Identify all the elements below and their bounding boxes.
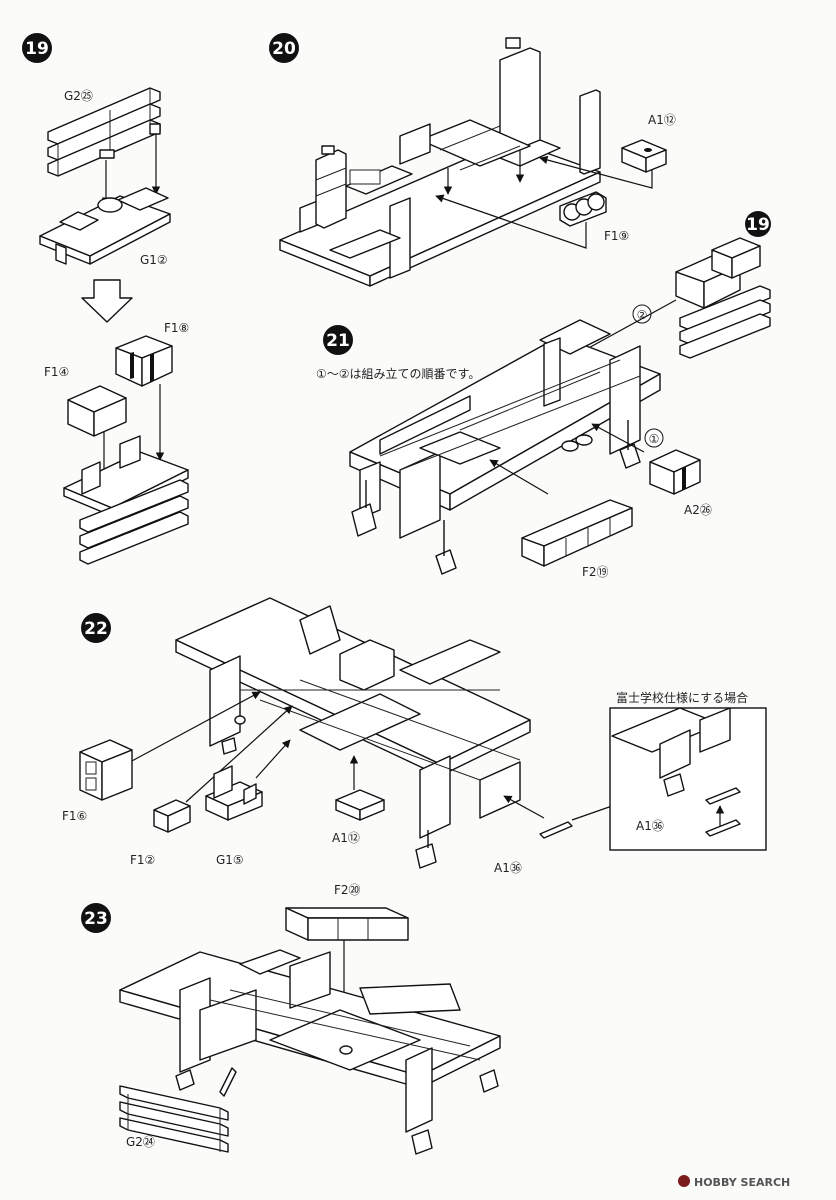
label-a1-12: A1⑫ [648,113,676,127]
bracket-part-a1-12-step22 [335,789,385,821]
box-part-f1-8 [115,335,173,387]
label-g2-24: G2㉔ [126,1135,155,1149]
ref-step-19-number: 19 [746,215,770,235]
platform-part-g1-2 [39,187,171,265]
arrow [185,705,293,803]
box-row-part-f2-19 [521,499,633,567]
strip-part-a1-36 [539,821,573,839]
label-f2-19: F2⑲ [582,565,609,579]
step-21: 21 ①～②は組み立ての順番です。 19 ② [316,211,771,579]
step-23: 23 F2⑳ [81,883,501,1155]
step-19-badge [22,33,52,63]
arrow [255,739,291,779]
arrow [129,691,261,763]
box-part-f1-2 [153,799,191,833]
order-mark-1-label: ① [649,432,660,446]
box-row-part-f2-20 [285,907,409,941]
order-mark-1 [644,428,664,448]
inset-detail [611,707,741,837]
box-part-f1-4 [67,385,127,437]
callout-line [571,805,613,821]
assembled-rear-unit [63,435,189,565]
step-22: 22 F1⑥ [62,597,767,875]
assembly-order-note: ①～②は組み立ての順番です。 [316,366,480,381]
label-f1-8: F1⑧ [164,321,189,335]
chassis-step22 [175,597,531,869]
chassis-step23 [119,949,501,1155]
label-f1-6: F1⑥ [62,809,87,823]
step-23-badge [81,903,111,933]
roll-part-f1-9 [559,191,607,227]
label-f2-20: F2⑳ [334,883,361,897]
arrow [503,795,545,819]
tank-part-a2-26 [649,449,701,495]
long-chassis-step21 [349,319,661,575]
inset-label-a1-36: A1㊱ [636,819,664,833]
rail-part-g2-25 [47,87,161,177]
inset-title: 富士学校仕様にする場合 [616,690,748,705]
step-21-badge [323,325,353,355]
arrow [591,423,645,453]
bracket-part-a1-12 [621,139,667,173]
arrow [435,194,587,249]
step-20-badge [269,33,299,63]
label-a1-12-step22: A1⑫ [332,831,360,845]
rear-unit-subassembly [675,237,771,359]
label-g1-2: G1② [140,253,168,267]
step-22-badge [81,613,111,643]
label-g1-5: G1⑤ [216,853,244,867]
order-mark-2-label: ② [637,308,648,322]
label-a2-26: A2㉖ [684,503,712,517]
label-f1-4: F1④ [44,365,69,379]
label-f1-2: F1② [130,853,155,867]
step-21-number: 21 [326,331,350,351]
label-g2-25: G2㉕ [64,89,93,103]
rail-part-g2-24 [119,1067,237,1153]
big-down-arrow [81,279,133,323]
bracket-part-g1-5 [205,765,263,821]
arrow [489,459,549,495]
label-a1-36: A1㊱ [494,861,522,875]
panel-part-f1-6 [79,739,133,801]
arrow [573,299,677,357]
step-19: 19 G2㉕ G1② [22,33,189,565]
step-20-number: 20 [272,39,296,59]
ref-step-19-badge [745,211,771,237]
chassis-frame-step20 [279,37,601,287]
step-19-number: 19 [25,39,49,59]
watermark-text: HOBBY SEARCH [694,1176,790,1189]
step-23-number: 23 [84,909,108,929]
watermark-logo [678,1175,690,1187]
step-20: 20 [269,33,676,287]
step-22-number: 22 [84,619,108,639]
label-f1-9: F1⑨ [604,229,629,243]
